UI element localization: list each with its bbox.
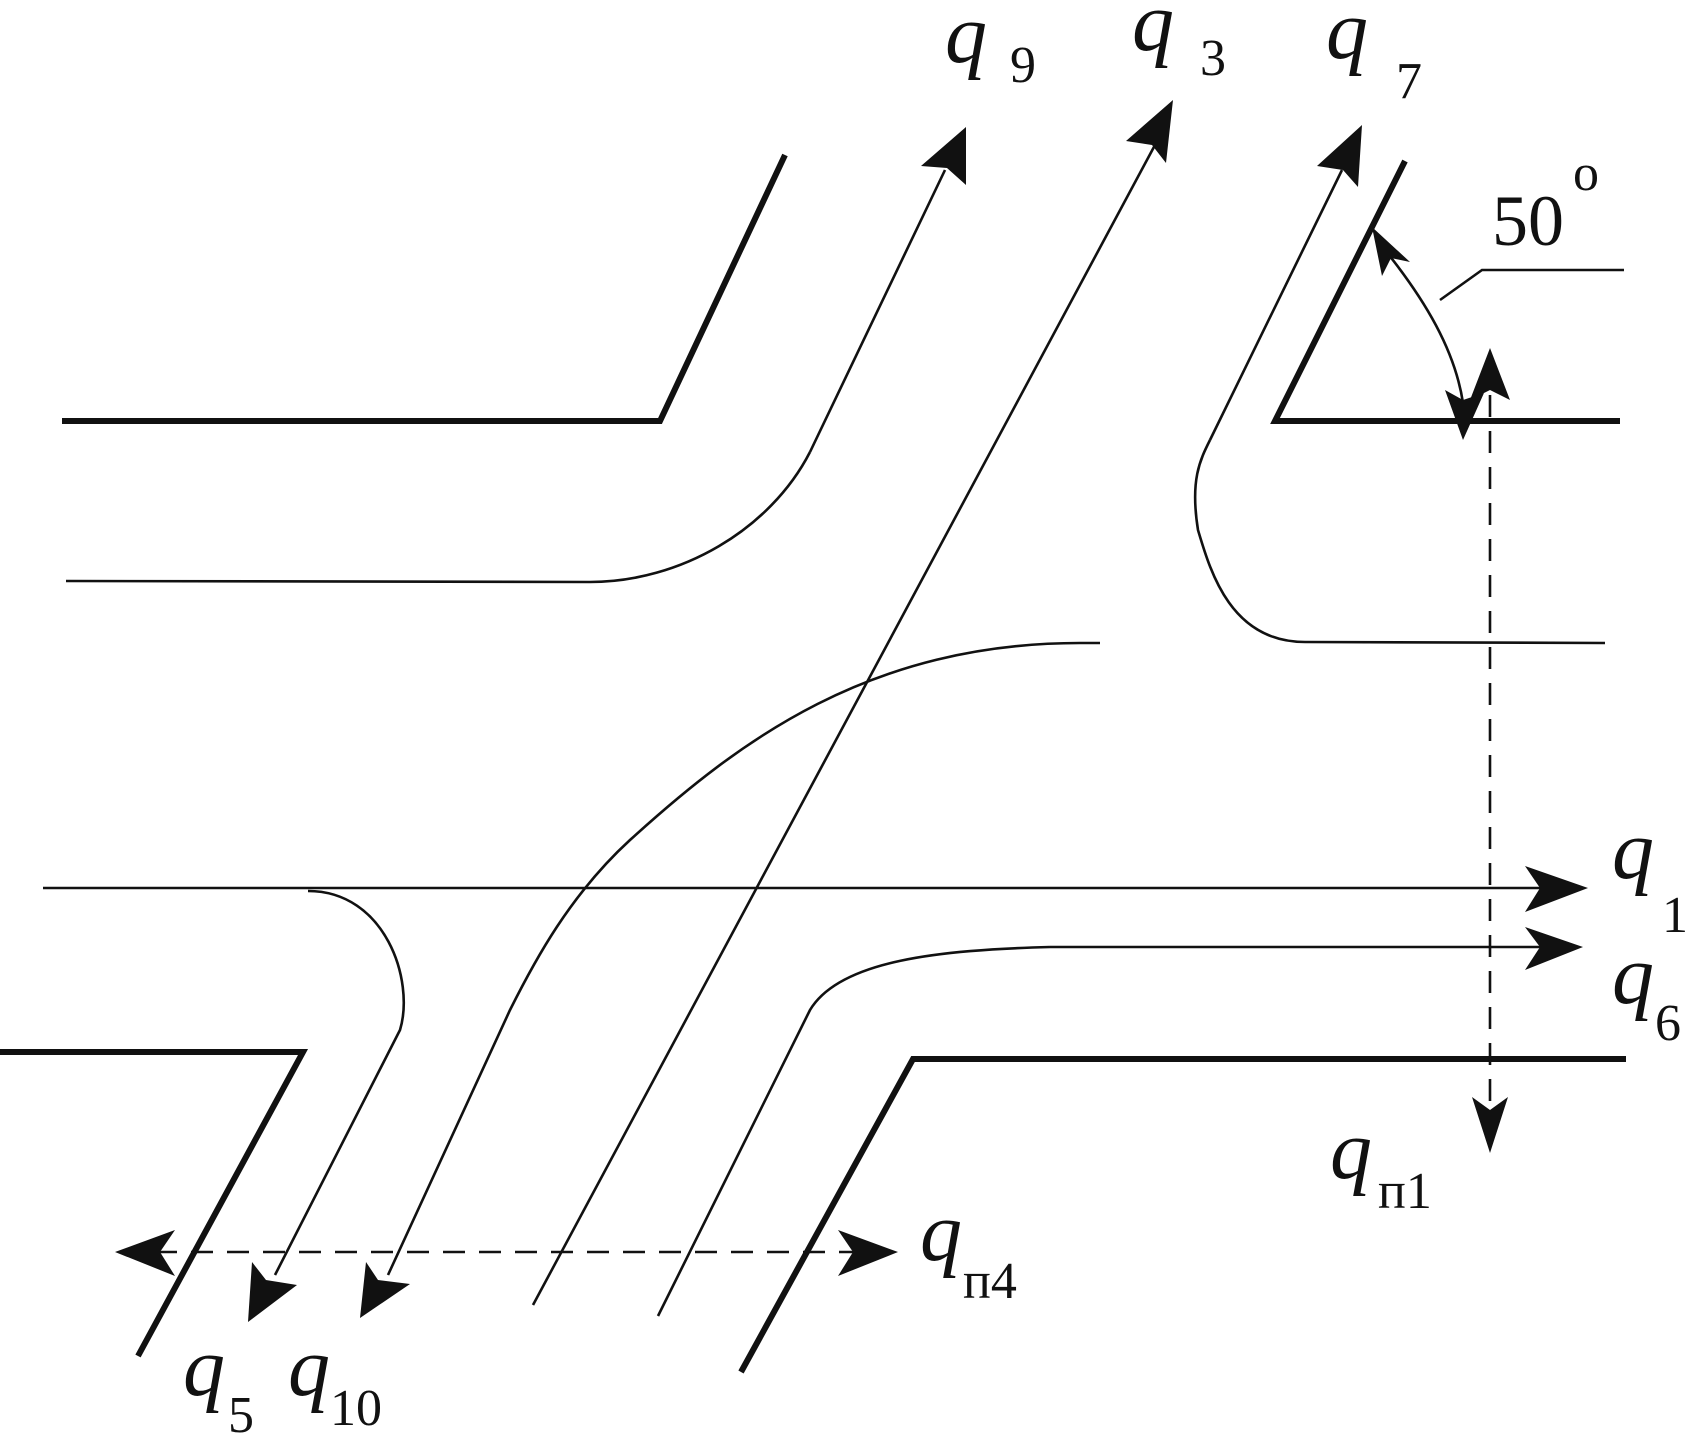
kerb-bottom-right bbox=[738, 1056, 1626, 1374]
label-q7-symbol: q bbox=[1326, 0, 1368, 77]
label-q10-symbol: q bbox=[288, 1321, 330, 1414]
label-q3-symbol: q bbox=[1132, 0, 1174, 69]
label-q9-subscript: 9 bbox=[1010, 37, 1036, 94]
flow-q7-arrowhead bbox=[1317, 125, 1362, 187]
angle-arc bbox=[1383, 249, 1465, 404]
label-qp4-symbol: q bbox=[920, 1186, 962, 1279]
label-q5-symbol: q bbox=[183, 1321, 225, 1414]
label-q1-symbol: q bbox=[1612, 804, 1654, 897]
flow-q5-arrowhead bbox=[248, 1262, 297, 1322]
kerb-top-left bbox=[62, 153, 788, 424]
flow-q5-line bbox=[273, 889, 405, 1276]
traffic-flows bbox=[43, 100, 1588, 1322]
ped-qp1-arrowhead-down bbox=[1472, 1097, 1508, 1153]
label-q6-symbol: q bbox=[1612, 929, 1654, 1022]
angle-annotation: 50 o bbox=[1372, 145, 1624, 440]
flow-q1-arrowhead bbox=[1525, 866, 1588, 912]
label-q10-subscript: 10 bbox=[330, 1380, 382, 1436]
ped-qp1-arrowhead-up bbox=[1470, 348, 1510, 400]
lane-lines bbox=[65, 439, 1606, 1317]
road-kerbs bbox=[0, 153, 1626, 1374]
flow-q3-arrowhead bbox=[1126, 100, 1173, 163]
angle-arc-arrowhead-top bbox=[1372, 227, 1410, 276]
angle-unit: o bbox=[1573, 145, 1599, 202]
label-q1-subscript: 1 bbox=[1662, 887, 1688, 944]
flow-q3-line bbox=[531, 144, 1157, 1306]
kerb-bottom-left bbox=[0, 1049, 309, 1358]
lane-line-right-upper bbox=[1193, 439, 1606, 645]
angle-leader-line bbox=[1439, 268, 1624, 302]
lane-line-left-upper bbox=[65, 451, 812, 584]
label-qp4-subscript: п4 bbox=[963, 1253, 1017, 1310]
ped-qp4-arrowhead-right bbox=[838, 1230, 898, 1276]
label-q5-subscript: 5 bbox=[228, 1387, 254, 1436]
label-q7-subscript: 7 bbox=[1396, 53, 1422, 110]
pedestrian-flows bbox=[115, 348, 1510, 1276]
label-qp1-symbol: q bbox=[1330, 1104, 1372, 1197]
flow-q9-arrowhead bbox=[921, 127, 966, 185]
label-q9-symbol: q bbox=[945, 0, 987, 81]
flow-q9-line bbox=[808, 169, 947, 453]
flow-q7-line bbox=[1208, 169, 1344, 441]
kerb-top-right bbox=[1270, 159, 1620, 424]
flow-q10-line bbox=[386, 641, 1100, 1276]
ped-qp4-arrowhead-left bbox=[115, 1230, 175, 1276]
lane-line-right-lower bbox=[656, 945, 1051, 1317]
flow-q10-arrowhead bbox=[360, 1262, 410, 1318]
flow-labels: q 9 q 3 q 7 q 1 q 6 q п1 q п4 q 5 q 10 bbox=[183, 0, 1688, 1436]
angle-value: 50 bbox=[1492, 181, 1564, 261]
label-q6-subscript: 6 bbox=[1655, 995, 1681, 1052]
flow-q6-arrowhead bbox=[1525, 927, 1583, 970]
label-q3-subscript: 3 bbox=[1200, 30, 1226, 87]
label-qp1-subscript: п1 bbox=[1378, 1163, 1432, 1220]
angle-arc-arrowhead-bottom bbox=[1445, 390, 1484, 440]
